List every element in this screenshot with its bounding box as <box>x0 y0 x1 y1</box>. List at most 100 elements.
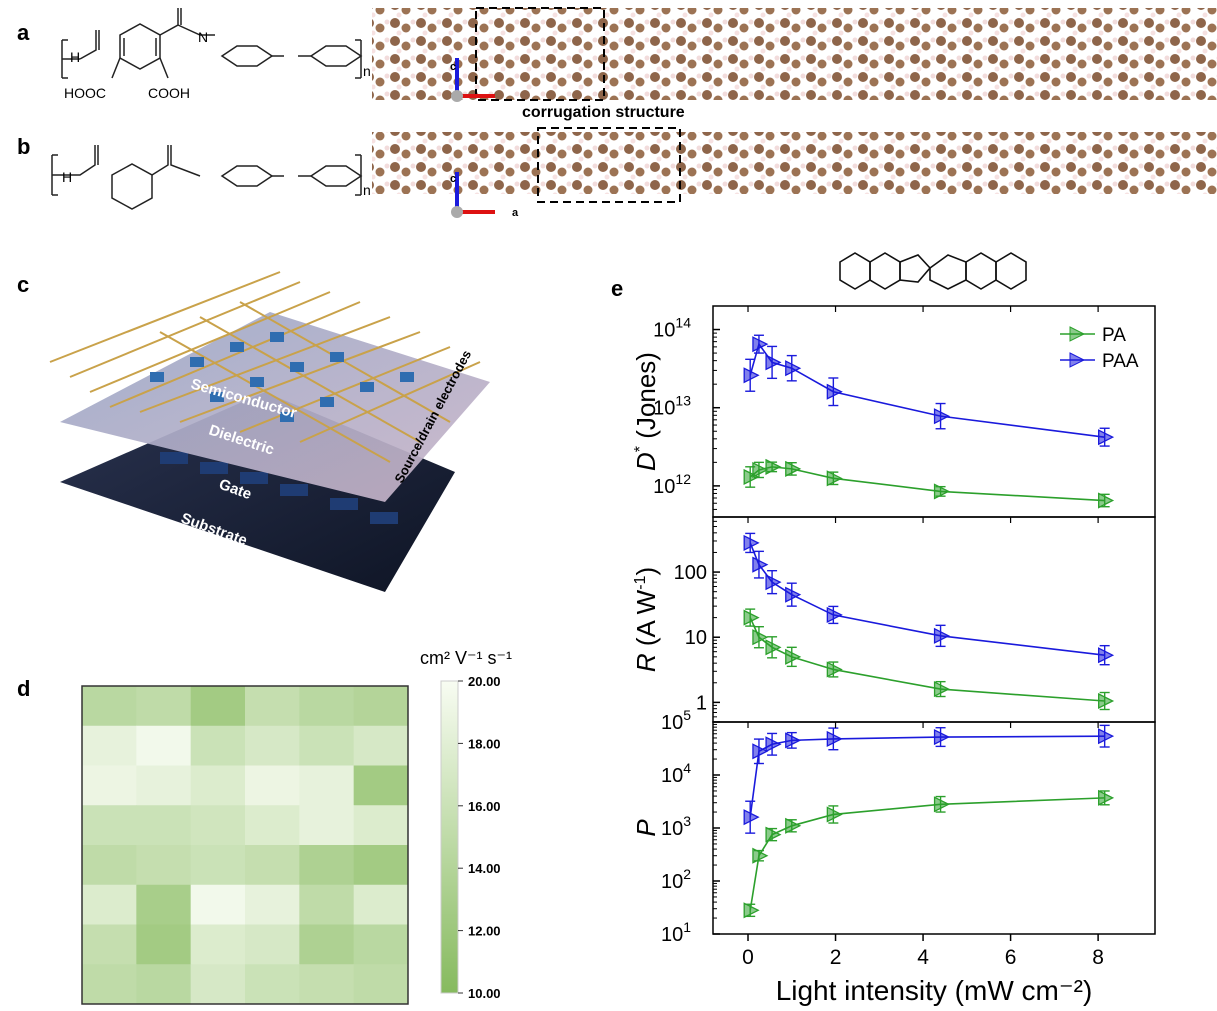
data-point <box>743 468 760 486</box>
repeat-unit-n-a: n <box>363 63 371 79</box>
data-point <box>743 609 760 626</box>
heatmap-cell <box>299 805 355 846</box>
heatmap-cell <box>82 725 137 766</box>
legend-marker <box>1069 352 1086 368</box>
heatmap-cell <box>299 964 355 1005</box>
axis-a-label-b: a <box>512 207 519 219</box>
heatmap-cell <box>353 725 409 766</box>
y-axis-label: D* (Jones) <box>631 352 661 471</box>
heatmap-cell <box>82 845 137 886</box>
series-line <box>749 542 1105 656</box>
corrugation-box-b <box>537 127 681 203</box>
colorbar-tick-label: 12.00 <box>468 924 501 939</box>
series-line <box>749 342 1105 438</box>
data-point <box>1098 492 1115 509</box>
heatmap-cell <box>82 924 137 965</box>
plot-frame <box>712 721 1156 935</box>
heatmap-cell <box>190 686 246 727</box>
y-tick-label: 103 <box>661 813 691 840</box>
y-tick-label: 1012 <box>653 471 691 498</box>
data-point <box>752 461 769 478</box>
heatmap-cell <box>190 845 246 886</box>
heatmap-cell <box>190 964 246 1005</box>
heatmap-cell <box>245 805 300 846</box>
x-tick-label: 6 <box>1005 946 1017 969</box>
y-tick-label: 104 <box>661 760 691 787</box>
dielectric-layer <box>60 312 490 502</box>
heatmap-cell <box>299 884 355 925</box>
heatmap-cell <box>299 725 355 766</box>
y-tick-label: 100 <box>674 562 707 584</box>
data-point <box>752 556 769 573</box>
data-point <box>785 460 802 477</box>
y-tick-label: 1 <box>696 692 707 714</box>
data-point <box>785 648 802 665</box>
heatmap-cell <box>299 765 355 806</box>
heatmap-cell <box>82 964 137 1005</box>
axis-c-label-b: c <box>450 173 456 185</box>
series-line <box>749 466 1105 502</box>
heatmap-cell <box>136 725 192 766</box>
y-axis-label: R (A W-1) <box>631 567 661 672</box>
data-point <box>933 408 951 425</box>
data-point <box>765 736 782 753</box>
data-point <box>752 743 769 760</box>
colorbar <box>440 680 459 994</box>
heatmap-cell <box>245 845 300 886</box>
heatmap-cell <box>299 845 355 886</box>
heatmap-cell <box>136 964 192 1005</box>
y-axis-label: P <box>631 819 661 837</box>
y-tick-label: 105 <box>661 707 691 734</box>
panel-label-b: b <box>17 134 31 159</box>
heatmap-cell <box>190 765 246 806</box>
heatmap-cell <box>245 765 300 806</box>
corrugation-label: corrugation structure <box>522 104 685 121</box>
pmda-oda-structure <box>61 8 363 79</box>
cooh-right-label: COOH <box>148 85 190 101</box>
heatmap-cell <box>353 924 409 965</box>
dntt-molecule <box>839 252 1027 290</box>
mobility-heatmap: cm² V⁻¹ s⁻¹ 20.0018.0016.0014.0012.0010.… <box>81 648 512 1005</box>
colorbar-tick-label: 18.00 <box>468 736 501 751</box>
heatmap-cell <box>353 686 409 727</box>
heatmap-cell <box>245 884 300 925</box>
source-drain-electrodes <box>49 271 481 463</box>
heatmap-cell <box>190 805 246 846</box>
data-point <box>785 360 802 377</box>
data-point <box>765 826 782 843</box>
data-point <box>933 681 951 698</box>
heatmap-cell <box>190 884 246 925</box>
crystal-axes-b <box>451 172 495 218</box>
data-point <box>785 817 802 834</box>
heatmap-cell <box>136 845 192 886</box>
data-point <box>933 729 951 746</box>
colorbar-tick-label: 20.00 <box>468 674 501 689</box>
data-point <box>826 383 843 400</box>
heatmap-cell <box>82 686 137 727</box>
legend-label: PAA <box>1102 351 1139 372</box>
series-line <box>749 617 1105 702</box>
data-point <box>933 627 951 644</box>
data-point <box>826 470 843 487</box>
colorbar-tick-label: 16.00 <box>468 799 501 814</box>
heatmap-cell <box>82 765 137 806</box>
crystal-axes-a <box>451 58 495 102</box>
colorbar-tick-label: 14.00 <box>468 861 501 876</box>
heatmap-cell <box>299 924 355 965</box>
data-point <box>1098 647 1115 664</box>
corrugation-box-a <box>475 7 605 101</box>
series-line <box>749 797 1105 911</box>
data-point <box>743 367 760 384</box>
heatmap-cell <box>245 686 300 727</box>
y-tick-label: 10 <box>685 627 707 649</box>
data-point <box>933 796 951 813</box>
device-stack-schematic: Semiconductor Dielectric Gate Substrate … <box>49 271 490 592</box>
heatmap-cell <box>299 686 355 727</box>
data-point <box>1098 789 1115 806</box>
data-point <box>826 806 843 823</box>
amide-h-label-b: H <box>62 169 72 185</box>
heatmap-cell <box>82 884 137 925</box>
data-point <box>933 483 951 500</box>
data-point <box>1098 429 1115 446</box>
